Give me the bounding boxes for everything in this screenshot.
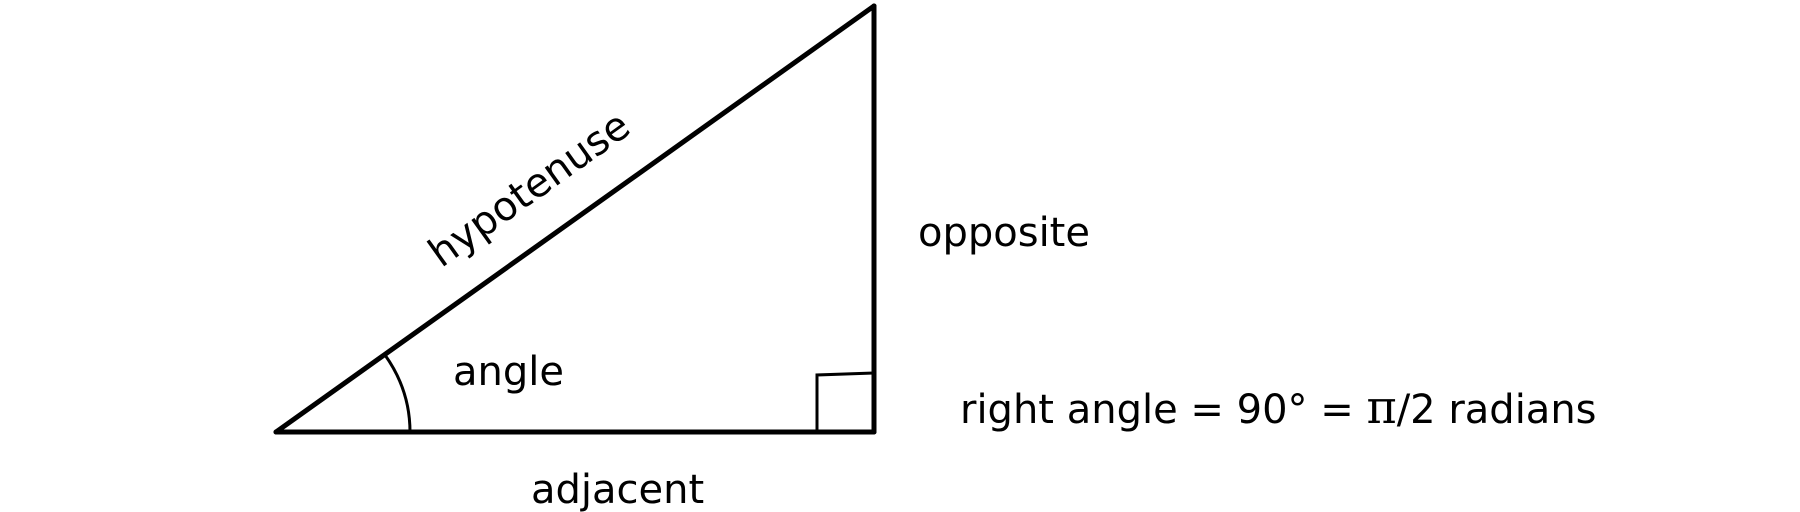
angle-arc: [383, 353, 412, 434]
right-angle-formula: right angle = 90° = π/2 radians: [960, 380, 1597, 434]
formula-text-after-pi: /2 radians: [1397, 387, 1597, 433]
opposite-label: opposite: [918, 210, 1090, 256]
angle-label: angle: [453, 349, 564, 395]
formula-text-before-pi: right angle = 90° =: [960, 387, 1366, 433]
adjacent-label: adjacent: [531, 467, 704, 512]
right-angle-marker: [815, 371, 876, 434]
pi-symbol: π: [1366, 380, 1396, 434]
hypotenuse-side: [273, 3, 877, 435]
